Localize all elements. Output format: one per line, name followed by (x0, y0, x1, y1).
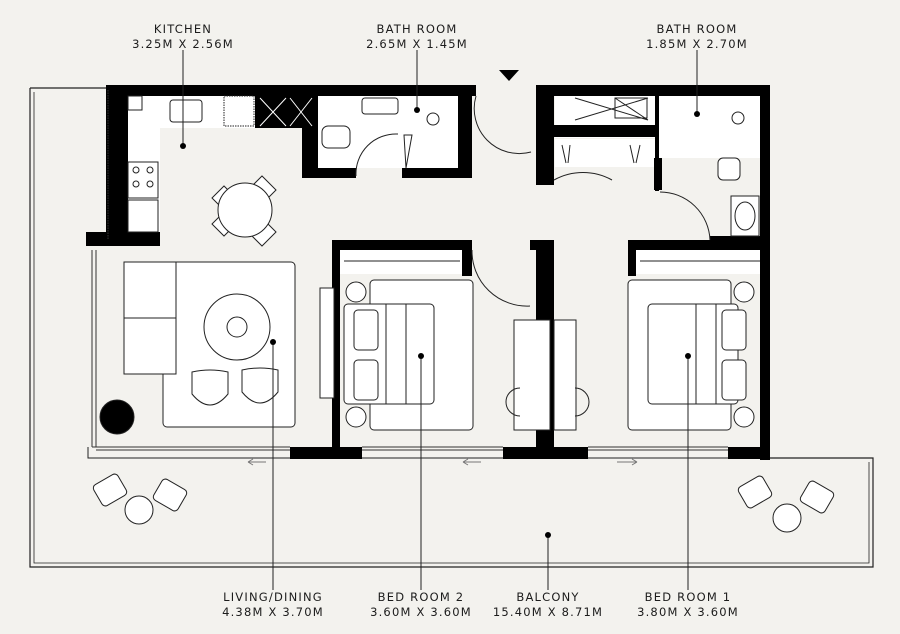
bed2-furniture (343, 260, 551, 431)
living-furniture (99, 261, 335, 435)
leader-dots (180, 107, 700, 538)
room-dims: 3.60M X 3.60M (370, 605, 472, 619)
room-name: LIVING/DINING (223, 590, 323, 604)
label-kitchen: KITCHEN 3.25M X 2.56M (83, 22, 283, 52)
walls (86, 85, 770, 460)
room-dims: 2.65M X 1.45M (366, 37, 468, 51)
room-name: KITCHEN (153, 22, 213, 36)
sliding-arrows (247, 458, 638, 466)
room-dims: 15.40M X 8.71M (492, 605, 604, 619)
label-balcony: BALCONY 15.40M X 8.71M (448, 590, 648, 620)
room-name: BED ROOM 2 (377, 590, 465, 604)
kitchen-fixtures (127, 95, 313, 233)
room-dims: 4.38M X 3.70M (222, 605, 324, 619)
bath2-fixtures (471, 97, 760, 307)
balcony-furniture (92, 473, 835, 533)
label-bath2: BATH ROOM 1.85M X 2.70M (597, 22, 797, 52)
room-name: BATH ROOM (376, 22, 458, 36)
windows (91, 90, 728, 451)
room-dims: 3.25M X 2.56M (132, 37, 234, 51)
room-dims: 1.85M X 2.70M (646, 37, 748, 51)
dining-table (211, 175, 277, 247)
room-dims: 3.80M X 3.60M (637, 605, 739, 619)
bath1-fixtures (321, 95, 532, 177)
label-living: LIVING/DINING 4.38M X 3.70M (173, 590, 373, 620)
leader-lines (182, 50, 698, 590)
room-name: BED ROOM 1 (644, 590, 732, 604)
label-bed2: BED ROOM 2 3.60M X 3.60M (321, 590, 521, 620)
room-name: BALCONY (516, 590, 580, 604)
label-bath1: BATH ROOM 2.65M X 1.45M (317, 22, 517, 52)
bed1-furniture (553, 260, 760, 431)
label-bed1: BED ROOM 1 3.80M X 3.60M (588, 590, 788, 620)
entrance-arrow-icon (499, 70, 519, 81)
room-name: BATH ROOM (656, 22, 738, 36)
